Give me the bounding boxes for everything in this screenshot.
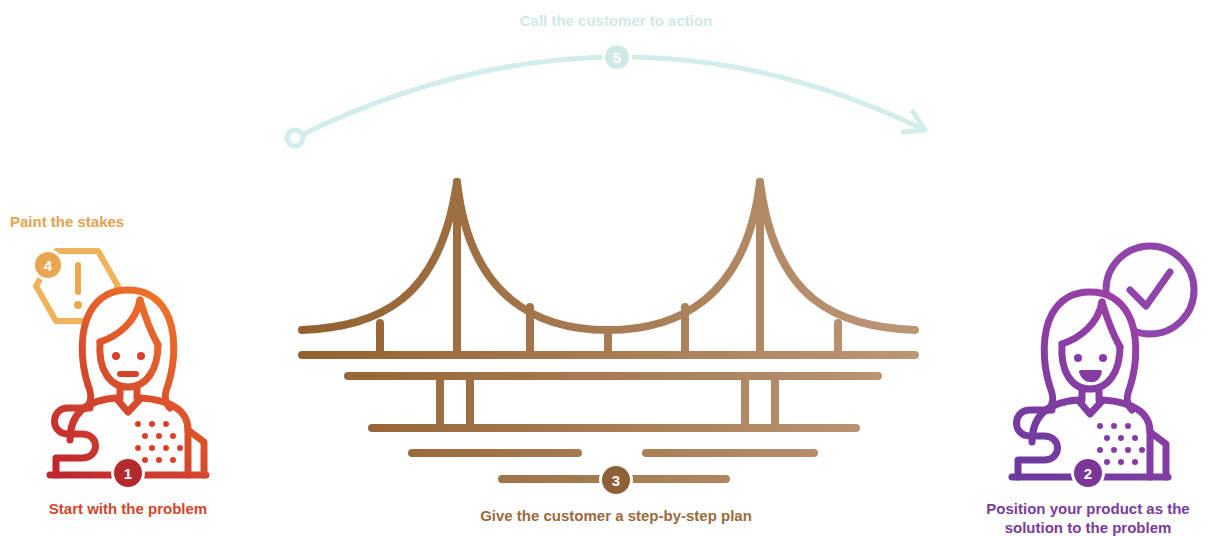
bridge-deck	[348, 372, 878, 380]
check-mark	[1130, 272, 1170, 306]
bridge-pier	[440, 376, 775, 426]
arc-arrowhead	[903, 112, 925, 132]
bridge-cable	[760, 182, 915, 330]
step-figure: 2Position your product as the solution t…	[963, 459, 1212, 536]
step-label: Start with the problem	[49, 499, 207, 518]
step-figure: 1Start with the problem	[18, 459, 238, 518]
exclamation-dot	[74, 301, 82, 309]
problem-person	[50, 290, 206, 475]
bridge-cable	[302, 182, 457, 330]
bridge-deck	[302, 351, 915, 359]
step-heading: Paint the stakes	[10, 212, 124, 231]
solution-person	[1012, 292, 1168, 477]
action-label: Call the customer to action	[520, 11, 713, 30]
callout-number: 5	[605, 45, 629, 69]
bridge-hanger	[380, 307, 838, 355]
step-label: Give the customer a step-by-step plan	[480, 506, 752, 525]
exclamation-bar	[75, 265, 81, 292]
bridge-base	[372, 424, 856, 432]
callout-number: 1	[114, 459, 142, 487]
arc-start-dot	[287, 130, 303, 146]
callout-number: 4	[35, 252, 61, 278]
water-line	[412, 449, 814, 457]
neutral-mouth	[120, 371, 136, 377]
step-figure: 3Give the customer a step-by-step plan	[416, 466, 816, 525]
bridge-cable	[457, 182, 760, 330]
callout-number: 2	[1074, 459, 1102, 487]
step-label: Position your product as the solution to…	[963, 499, 1212, 536]
action-arc	[295, 57, 925, 138]
smile-mouth	[1081, 372, 1100, 380]
bridge	[302, 182, 915, 479]
callout-number: 3	[602, 466, 630, 494]
